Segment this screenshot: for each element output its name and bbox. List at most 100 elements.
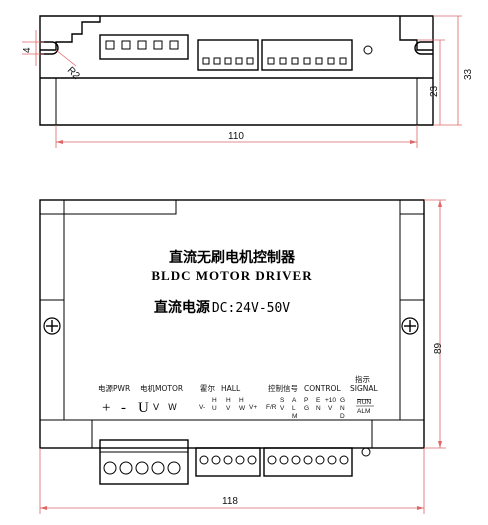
ctrl-pin-1-mid: V [280, 405, 285, 412]
ctrl-pin-3-top: P [304, 397, 308, 404]
dim-height-text: 33 [463, 68, 474, 80]
terminal [267, 455, 277, 465]
top-power-connector [99, 34, 189, 60]
pin [303, 57, 311, 65]
terminal [279, 455, 289, 465]
hall-connector [195, 447, 261, 477]
top-led [363, 45, 373, 55]
terminal [199, 455, 209, 465]
terminal [247, 455, 257, 465]
hall-pin-4-top: V+ [249, 404, 257, 411]
pin [213, 57, 221, 65]
terminal [327, 455, 337, 465]
pwr-minus: - [121, 400, 126, 416]
motor-label: 电机MOTOR [140, 383, 183, 393]
top-left-step [40, 16, 101, 51]
ctrl-pin-0-top: F/R [266, 404, 277, 411]
right-screw-icon [401, 317, 419, 335]
pin [224, 57, 232, 65]
terminal [119, 461, 133, 475]
ctrl-pin-2-mid: L [292, 405, 296, 412]
pin [121, 40, 131, 50]
hall-pin-2-bot: V [226, 405, 231, 412]
pin [267, 57, 275, 65]
power-cn: 直流电源 [154, 299, 210, 316]
pin [137, 40, 147, 50]
top-view: 4 R2 23 33 110 [22, 15, 474, 148]
front-dim-height-text: 89 [433, 342, 444, 354]
right-mount-slot [414, 41, 433, 55]
terminal [291, 455, 301, 465]
signal-alm: ALM [357, 408, 370, 415]
ctrl-pin-4-top: E [316, 397, 321, 404]
pwr-label: 电源PWR [98, 383, 130, 393]
ctrl-pin-5-top: +10 [325, 397, 336, 404]
ctrl-pin-6-top: G [340, 397, 345, 404]
ctrl-pin-5-mid: V [328, 405, 333, 412]
hall-pin-0-top: V- [199, 404, 205, 411]
control-connector [263, 447, 353, 477]
pin [246, 57, 254, 65]
ctrl-pin-4-mid: N [316, 405, 321, 412]
top-hall-connector [197, 39, 259, 71]
terminal [211, 455, 221, 465]
pin [327, 57, 335, 65]
signal-run: RUN [357, 399, 371, 406]
ctrl-pin-1-top: S [280, 397, 285, 404]
pwr-plus: + [102, 400, 110, 416]
pin [279, 57, 287, 65]
pin [153, 40, 163, 50]
terminal [303, 455, 313, 465]
dim-radius-text: R2 [65, 65, 82, 82]
motor-v: V [153, 403, 160, 413]
ctrl-pin-3-mid: G [304, 405, 309, 412]
signal-label-cn: 指示 [355, 374, 370, 384]
hall-pin-1-top: H [212, 397, 217, 404]
ctrl-pin-6-bot: D [340, 413, 345, 420]
dim-inner-height-text: 23 [429, 85, 440, 97]
control-pin-labels: F/R S V A L M P G E N +10 V G N D [266, 397, 345, 420]
left-screw-icon [43, 317, 61, 335]
hall-pin-labels: V- H U H V H W V+ [199, 397, 257, 412]
front-dim-width-text: 118 [222, 496, 238, 507]
pin [235, 57, 243, 65]
hall-terminals [199, 455, 257, 465]
motor-w: W [168, 403, 177, 413]
dim-width-text: 110 [228, 131, 244, 142]
signal-label-en: SIGNAL [350, 384, 379, 393]
pin [169, 40, 179, 50]
left-mount-slot [40, 41, 59, 55]
power-motor-terminals [103, 461, 181, 475]
terminal [151, 461, 165, 475]
terminal [103, 461, 117, 475]
terminal [315, 455, 325, 465]
pin [339, 57, 347, 65]
top-control-connector [261, 39, 353, 71]
hall-pin-1-bot: U [212, 405, 217, 412]
pin [291, 57, 299, 65]
ctrl-pin-2-bot: M [292, 413, 297, 420]
terminal [135, 461, 149, 475]
terminal [167, 461, 181, 475]
pin [315, 57, 323, 65]
terminal [339, 455, 349, 465]
title-cn: 直流无刷电机控制器 [169, 249, 296, 266]
terminal [235, 455, 245, 465]
title-en: BLDC MOTOR DRIVER [151, 268, 312, 283]
power-motor-connector [99, 439, 189, 485]
ctrl-pin-2-top: A [292, 397, 297, 404]
hall-pin-3-top: H [239, 397, 244, 404]
pin [202, 57, 210, 65]
control-terminals [267, 455, 349, 465]
power-en: DC:24V-50V [212, 301, 290, 316]
pin [105, 40, 115, 50]
hall-pin-3-bot: W [239, 405, 246, 412]
dim-hole-text: 4 [22, 47, 33, 53]
hall-pin-2-top: H [226, 397, 231, 404]
